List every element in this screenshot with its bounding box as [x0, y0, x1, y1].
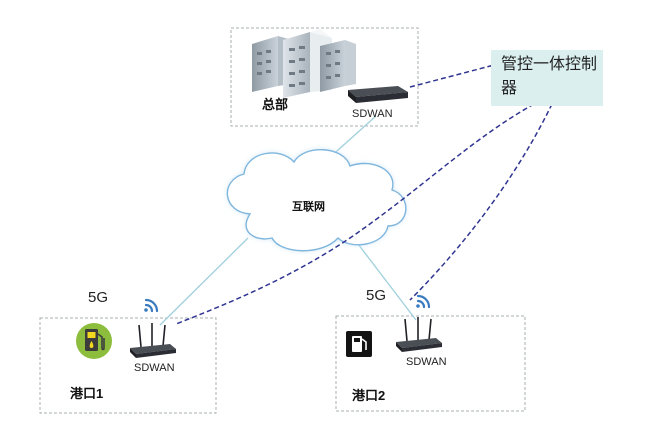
wifi-signal-icon: [416, 294, 431, 309]
hq-device-label: SDWAN: [352, 108, 393, 120]
wifi-signal-icon: [144, 298, 159, 313]
controller-box: 管控一体控制器: [491, 50, 603, 106]
port2-signal-label: 5G: [366, 287, 387, 304]
port1-device-label: SDWAN: [134, 362, 175, 374]
cloud-icon: [226, 149, 407, 252]
controller-label: 管控一体控制器: [501, 56, 598, 97]
fuel-pump-icon: [346, 331, 372, 357]
router-icon: [348, 86, 408, 103]
internet-label: 互联网: [292, 201, 325, 213]
control-line-hq: [409, 63, 499, 88]
port2-label: 港口2: [352, 388, 386, 403]
port1-signal-label: 5G: [88, 289, 109, 306]
port1-region-box: [39, 317, 217, 414]
router-icon: [396, 317, 442, 352]
router-icon: [130, 323, 176, 358]
control-line-port1: [175, 103, 535, 325]
control-line-port2: [409, 103, 553, 301]
fuel-pump-icon: [76, 323, 112, 359]
building-icon: [252, 29, 356, 98]
hq-label: 总部: [262, 97, 289, 112]
port2-region-box: [335, 315, 526, 412]
link-internet-port1: [159, 237, 249, 326]
hq-region-box: [230, 27, 419, 127]
port1-label: 港口1: [70, 386, 104, 401]
port2-device-label: SDWAN: [406, 356, 447, 368]
link-internet-port2: [354, 239, 417, 321]
